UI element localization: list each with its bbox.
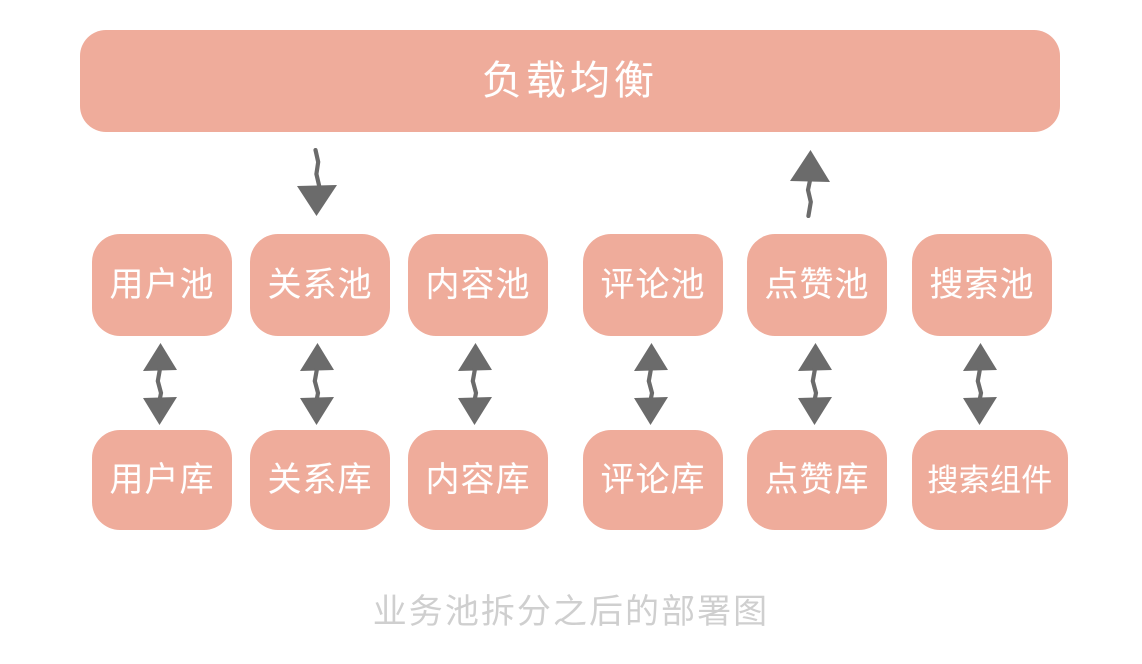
search-pool-db-link <box>958 341 1002 427</box>
pool-label: 关系池 <box>267 266 373 304</box>
store-label: 用户库 <box>109 461 215 499</box>
pool-box[interactable]: 评论池 <box>583 234 723 336</box>
store-label: 关系库 <box>267 461 373 499</box>
store-box[interactable]: 搜索组件 <box>912 430 1068 530</box>
store-box[interactable]: 点赞库 <box>747 430 887 530</box>
like-pool-to-lb-arrow <box>788 148 832 218</box>
store-label: 点赞库 <box>764 461 870 499</box>
pool-box[interactable]: 内容池 <box>408 234 548 336</box>
pool-label: 用户池 <box>109 266 215 304</box>
pool-label: 点赞池 <box>764 266 870 304</box>
comment-pool-db-link <box>629 341 673 427</box>
pool-label: 评论池 <box>600 266 706 304</box>
store-label: 搜索组件 <box>927 462 1053 498</box>
pool-box[interactable]: 点赞池 <box>747 234 887 336</box>
store-box[interactable]: 评论库 <box>583 430 723 530</box>
load-balancer-box[interactable]: 负载均衡 <box>80 30 1060 132</box>
pool-box[interactable]: 用户池 <box>92 234 232 336</box>
diagram-caption: 业务池拆分之后的部署图 <box>372 593 770 631</box>
load-balancer-label: 负载均衡 <box>482 59 658 103</box>
content-pool-db-link <box>453 341 497 427</box>
store-label: 内容库 <box>425 461 531 499</box>
relation-pool-db-link <box>295 341 339 427</box>
pool-label: 内容池 <box>425 266 531 304</box>
like-pool-db-link <box>793 341 837 427</box>
user-pool-db-link <box>138 341 182 427</box>
pool-box[interactable]: 搜索池 <box>912 234 1052 336</box>
store-box[interactable]: 用户库 <box>92 430 232 530</box>
store-box[interactable]: 内容库 <box>408 430 548 530</box>
store-box[interactable]: 关系库 <box>250 430 390 530</box>
pool-label: 搜索池 <box>929 266 1035 304</box>
pool-box[interactable]: 关系池 <box>250 234 390 336</box>
lb-to-user-pool-arrow <box>295 148 339 218</box>
store-label: 评论库 <box>600 461 706 499</box>
